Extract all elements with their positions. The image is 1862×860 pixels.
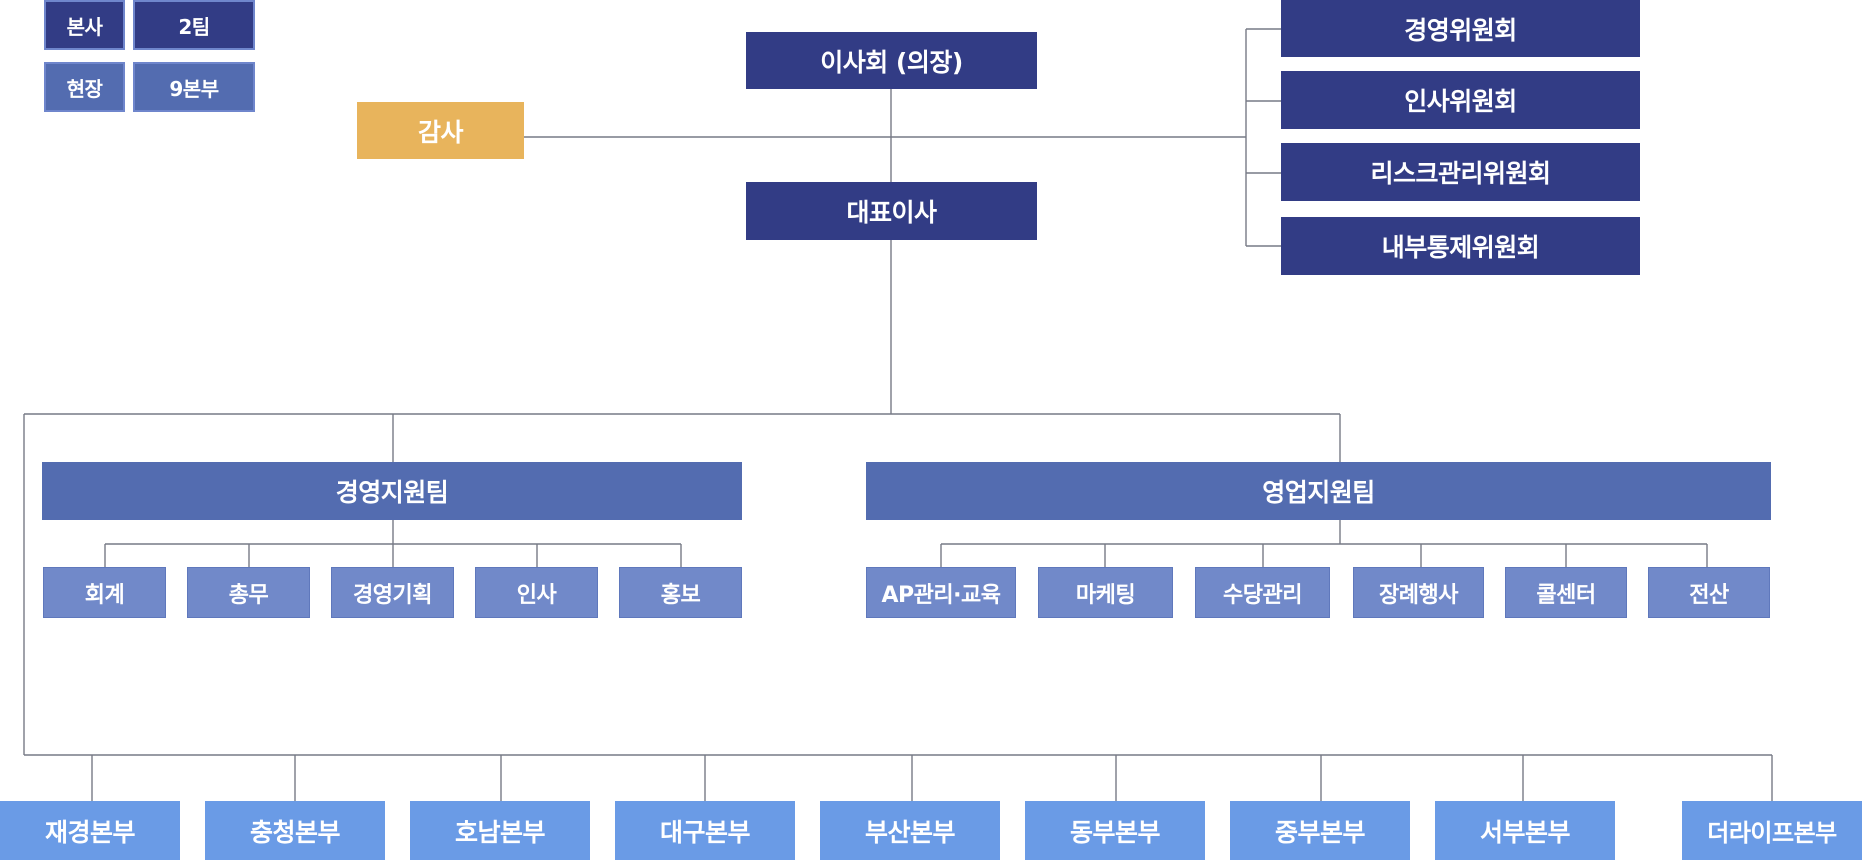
committee-risk: 리스크관리위원회 — [1281, 143, 1640, 201]
unit-commission: 수당관리 — [1195, 567, 1330, 618]
audit-node: 감사 — [357, 102, 524, 159]
legend-field-label: 현장 — [44, 62, 125, 112]
unit-it: 전산 — [1648, 567, 1770, 618]
unit-accounting: 회계 — [43, 567, 166, 618]
committee-management: 경영위원회 — [1281, 0, 1640, 57]
division-jungbu: 중부본부 — [1230, 801, 1410, 860]
division-busan: 부산본부 — [820, 801, 1000, 860]
committee-internal-control: 내부통제위원회 — [1281, 217, 1640, 275]
unit-marketing: 마케팅 — [1038, 567, 1173, 618]
legend-hq-value: 2팀 — [133, 0, 255, 50]
legend-hq-label: 본사 — [44, 0, 125, 50]
division-daegu: 대구본부 — [615, 801, 795, 860]
unit-ap-training: AP관리·교육 — [866, 567, 1016, 618]
team-sales-support: 영업지원팀 — [866, 462, 1771, 520]
board-node: 이사회 (의장) — [746, 32, 1037, 89]
team-management-support: 경영지원팀 — [42, 462, 742, 520]
unit-funeral-service: 장례행사 — [1353, 567, 1484, 618]
committee-hr: 인사위원회 — [1281, 71, 1640, 129]
division-thelife: 더라이프본부 — [1682, 801, 1862, 860]
division-seobu: 서부본부 — [1435, 801, 1615, 860]
unit-hr: 인사 — [475, 567, 598, 618]
unit-planning: 경영기획 — [331, 567, 454, 618]
unit-pr: 홍보 — [619, 567, 742, 618]
division-honam: 호남본부 — [410, 801, 590, 860]
division-jaegyeong: 재경본부 — [0, 801, 180, 860]
unit-call-center: 콜센터 — [1505, 567, 1627, 618]
legend-field-value: 9본부 — [133, 62, 255, 112]
division-dongbu: 동부본부 — [1025, 801, 1205, 860]
unit-general-affairs: 총무 — [187, 567, 310, 618]
division-chungcheong: 충청본부 — [205, 801, 385, 860]
ceo-node: 대표이사 — [746, 182, 1037, 240]
